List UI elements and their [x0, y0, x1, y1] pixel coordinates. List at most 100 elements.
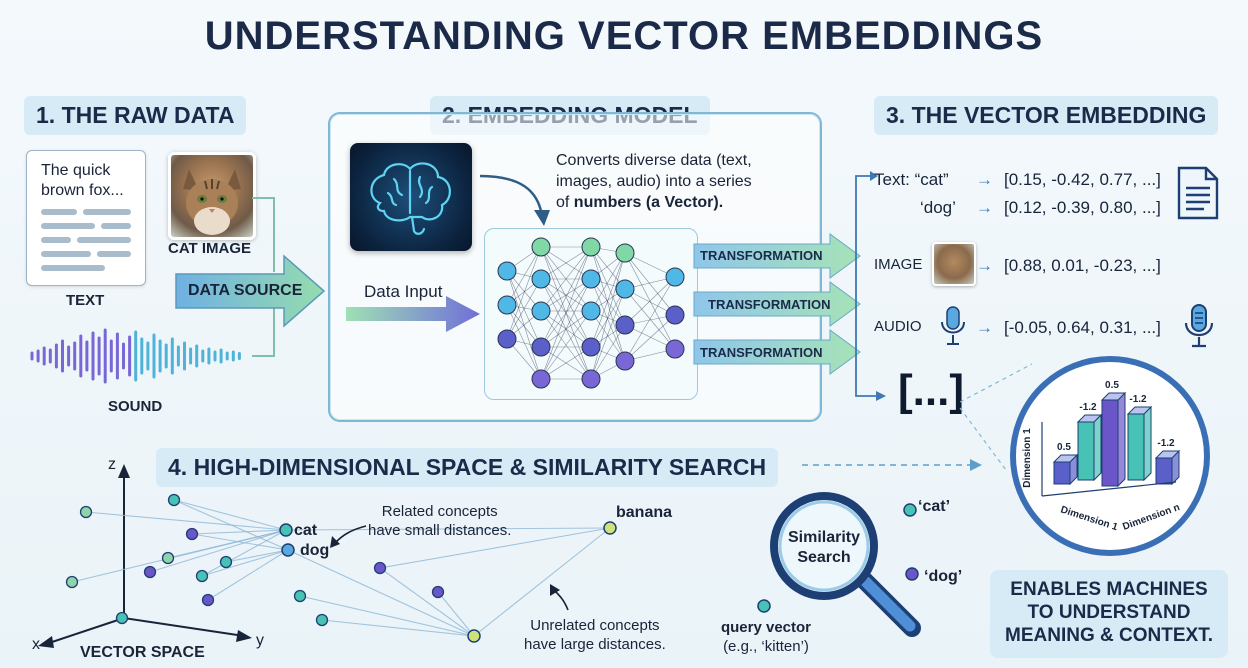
dimension-bar-label: 0.5	[1057, 442, 1071, 453]
arrow-icon: →	[976, 198, 993, 217]
text-dog-label: ‘dog’	[920, 198, 956, 217]
text-document-card: The quick brown fox...	[26, 150, 146, 286]
similarity-edge	[201, 549, 289, 577]
nn-node	[665, 267, 685, 287]
nn-edge	[540, 310, 592, 380]
arrow-icon: →	[976, 170, 993, 189]
distance-edge	[285, 527, 611, 531]
nn-node	[665, 339, 685, 359]
neural-network-graph	[497, 237, 685, 389]
unrelated-point	[467, 629, 481, 643]
sound-waveform-icon	[30, 328, 241, 384]
source-connector-lines	[252, 197, 275, 357]
similarity-search-label: Similarity Search	[787, 529, 861, 566]
arrow-icon: →	[976, 256, 993, 275]
nn-node	[531, 369, 551, 389]
chart-zlabel: Dimension n	[1121, 502, 1181, 533]
vector-point	[293, 589, 307, 603]
nn-node	[615, 315, 635, 335]
transformation-label-1: TRANSFORMATION	[700, 248, 823, 263]
dimension-bar	[1077, 421, 1095, 481]
nn-edge	[506, 304, 542, 380]
dimension-bar-side	[1117, 391, 1126, 488]
model-description: Converts diverse data (text, images, aud…	[556, 152, 752, 211]
zoom-lines	[959, 363, 1033, 471]
dimension-bar-side	[1093, 413, 1102, 482]
dimension-bar-label: -1.2	[1157, 438, 1175, 449]
vector-point	[143, 565, 157, 579]
related-note: Related concepts have small distances.	[368, 503, 512, 539]
similarity-edge	[201, 529, 287, 577]
data-input-arrow	[346, 296, 480, 332]
nn-node	[531, 269, 551, 289]
nn-edge	[590, 252, 626, 348]
vector-space-plot	[38, 464, 617, 648]
image-label: IMAGE	[874, 256, 923, 273]
axis-z-label: z	[108, 456, 116, 473]
dog-point-label: dog	[300, 542, 330, 559]
nn-edge	[540, 278, 592, 312]
axis-y-label: y	[256, 632, 264, 649]
dimension-bar-label: -1.2	[1079, 402, 1097, 413]
section-space-label: 4. HIGH-DIMENSIONAL SPACE & SIMILARITY S…	[156, 448, 779, 487]
dimension-bar	[1155, 457, 1173, 485]
axis-x-label: x	[32, 636, 40, 653]
dimension-bar-top	[1100, 392, 1127, 401]
nn-node	[531, 237, 551, 257]
axis-x	[45, 617, 125, 645]
query-vector-label: query vector (e.g., ‘kitten’)	[720, 619, 812, 655]
nn-edge	[590, 246, 626, 326]
audio-vector: [-0.05, 0.64, 0.31, ...]	[1004, 318, 1161, 337]
transformation-label-2: TRANSFORMATION	[708, 297, 831, 312]
cat-face-icon	[183, 169, 241, 235]
chart-xlabel: Dimension 1	[1059, 504, 1119, 533]
distance-edge	[299, 595, 475, 637]
nn-node	[531, 337, 551, 357]
similarity-edge	[85, 511, 287, 531]
distance-edge	[379, 527, 611, 569]
nn-edge	[624, 314, 676, 362]
nn-edge	[506, 246, 542, 340]
document-icon	[1177, 166, 1219, 220]
brain-image	[350, 143, 472, 251]
nn-node	[581, 269, 601, 289]
nn-edge	[590, 252, 626, 380]
document-text: The quick brown fox...	[41, 162, 124, 199]
related-callout-arrow	[335, 525, 367, 543]
vector-point	[373, 561, 387, 575]
image-vector: [0.88, 0.01, -0.23, ...]	[1004, 256, 1161, 275]
similarity-edge	[173, 499, 289, 551]
nn-edge	[590, 252, 626, 312]
arrow-icon: →	[976, 318, 993, 337]
similarity-edge	[149, 529, 287, 573]
arrowhead	[330, 536, 340, 548]
document-lines-icon	[41, 209, 131, 271]
distance-edge	[321, 619, 475, 637]
search-result-points	[903, 503, 919, 581]
chart-ylabel: Dimension 1	[1022, 428, 1033, 488]
brain-to-network-arrow	[479, 174, 550, 226]
text-dog-vector: [0.12, -0.39, 0.80, ...]	[1004, 198, 1161, 217]
dog-point	[281, 543, 295, 557]
banana-point-label: banana	[616, 504, 673, 521]
similarity-edge	[173, 499, 287, 531]
nn-edge	[590, 288, 626, 380]
transformation-arrow-2	[693, 281, 861, 327]
text-label: TEXT	[66, 292, 105, 309]
nn-edge	[540, 278, 592, 380]
transformation-label-3: TRANSFORMATION	[700, 345, 823, 360]
nn-node	[531, 301, 551, 321]
dimension-bar-top	[1154, 450, 1181, 459]
nn-edge	[590, 288, 626, 348]
text-cat-vector: [0.15, -0.42, 0.77, ...]	[1004, 170, 1161, 189]
vector-point	[195, 569, 209, 583]
unrelated-callout-arrow	[553, 589, 569, 611]
dimension-bar-label: 0.5	[1105, 380, 1119, 391]
text-cat-label: Text: “cat”	[874, 170, 949, 189]
brain-icon	[370, 162, 451, 235]
dimension-bar	[1127, 413, 1145, 481]
more-dimensions-ellipsis: [...]	[898, 366, 964, 415]
axis-y	[123, 617, 245, 637]
nn-node	[615, 279, 635, 299]
